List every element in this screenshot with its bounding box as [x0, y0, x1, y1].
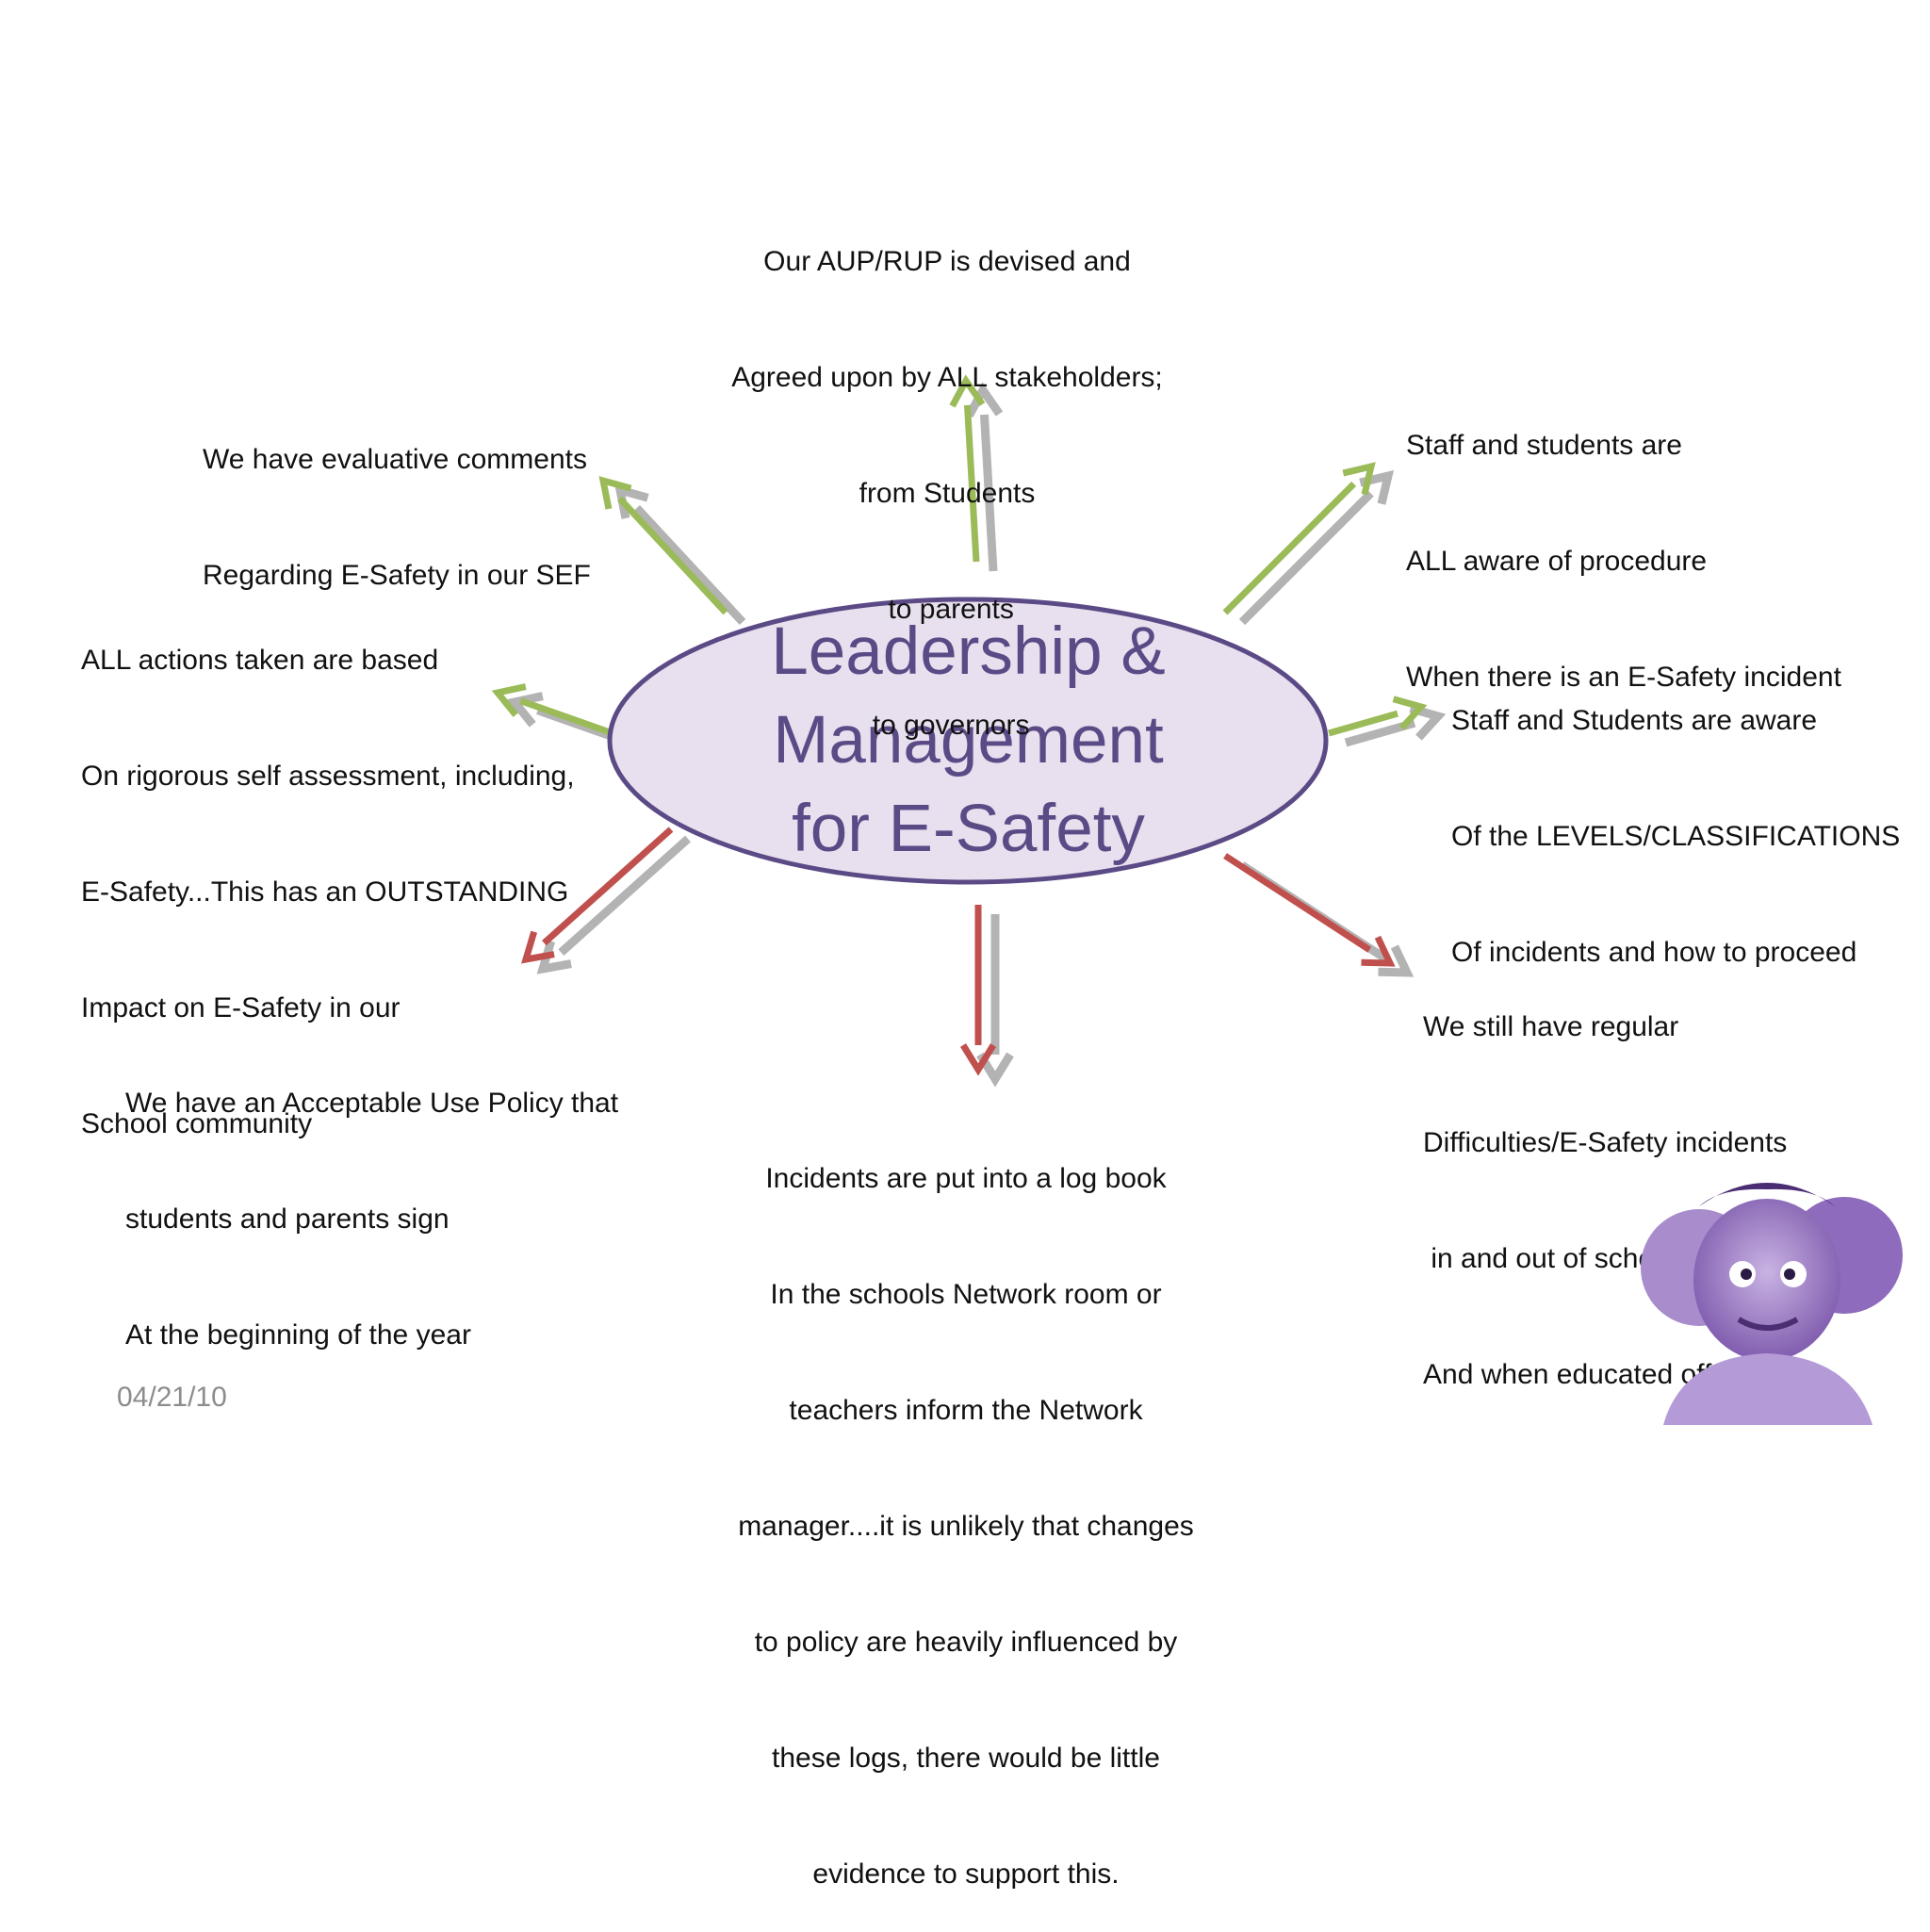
node-line: Impact on E-Safety in our: [81, 992, 401, 1023]
children-photo-icon: [1641, 1183, 1903, 1425]
node-line: in and out of school: [1423, 1243, 1676, 1274]
arrow-main: [598, 476, 728, 615]
node-line: to parents: [880, 594, 1014, 625]
node-line: to policy are heavily influenced by: [754, 1627, 1178, 1658]
node-incident-procedure: Staff and students are ALL aware of proc…: [1406, 349, 1841, 735]
arrow-bottom: [960, 905, 1014, 1088]
node-line: When there is an E-Safety incident: [1406, 662, 1841, 693]
node-line: manager....it is unlikely that changes: [738, 1511, 1194, 1542]
arrow-main: [1328, 696, 1428, 737]
node-line: At the beginning of the year: [125, 1319, 471, 1351]
arrow-layer: [491, 374, 1447, 1088]
center-ellipse: [607, 597, 1329, 885]
arrow-right: [1328, 696, 1447, 747]
node-line: these logs, there would be little: [772, 1743, 1160, 1774]
node-line: On rigorous self assessment, including,: [81, 761, 575, 792]
diagram-canvas: [491, 374, 1447, 1088]
node-line: In the schools Network room or: [770, 1279, 1162, 1310]
node-acceptable-use-policy: We have an Acceptable Use Policy that st…: [125, 1007, 618, 1393]
arrow-bottom-left: [521, 827, 692, 974]
node-line: Incidents are put into a log book: [765, 1163, 1167, 1194]
center-title-line-1: Leadership &: [771, 614, 1166, 689]
arrow-main: [521, 827, 674, 964]
node-line: to governors: [864, 710, 1030, 741]
node-line: Staff and students are: [1406, 430, 1682, 461]
node-line: teachers inform the Network: [789, 1395, 1143, 1426]
node-line: Regarding E-Safety in our SEF: [203, 560, 591, 591]
node-line: students and parents sign: [125, 1203, 450, 1235]
node-line: Our AUP/RUP is devised and: [763, 246, 1131, 277]
node-sef-comments: We have evaluative comments Regarding E-…: [203, 363, 591, 633]
node-self-assessment: ALL actions taken are based On rigorous …: [81, 564, 575, 1182]
center-title-line-3: for E-Safety: [792, 792, 1145, 866]
node-line: School community: [81, 1108, 313, 1139]
node-line: evidence to support this.: [812, 1858, 1120, 1890]
node-regular-difficulties: We still have regular Difficulties/E-Saf…: [1423, 930, 1787, 1433]
node-line: We have an Acceptable Use Policy that: [125, 1088, 619, 1119]
node-line: E-Safety...This has an OUTSTANDING: [81, 876, 569, 908]
arrow-shadow: [614, 483, 746, 626]
node-line: We still have regular: [1423, 1011, 1679, 1042]
node-line: We have evaluative comments: [203, 444, 587, 475]
center-title: Leadership & Management for E-Safety: [660, 596, 1277, 886]
node-line: from Students: [859, 478, 1036, 509]
arrow-main: [491, 683, 614, 737]
node-line: Staff and Students are aware: [1451, 705, 1818, 736]
node-log-book: Incidents are put into a log book In the…: [697, 1082, 1235, 1932]
arrow-top-left: [598, 476, 746, 626]
node-line: Agreed upon by ALL stakeholders;: [731, 362, 1163, 393]
node-line: Difficulties/E-Safety incidents: [1423, 1127, 1788, 1158]
slide-date: 04/21/10: [117, 1382, 227, 1413]
node-aup-agreement: Our AUP/RUP is devised and Agreed upon b…: [660, 165, 1235, 783]
arrow-top: [949, 374, 1004, 572]
node-line: ALL actions taken are based: [81, 645, 439, 676]
node-incident-levels: Staff and Students are aware Of the LEVE…: [1451, 624, 1900, 1010]
arrow-shadow: [965, 382, 1004, 572]
node-line: Of the LEVELS/CLASSIFICATIONS: [1451, 821, 1901, 852]
node-line: Of incidents and how to proceed: [1451, 937, 1857, 968]
arrow-main: [949, 374, 986, 563]
arrow-main: [960, 905, 996, 1076]
node-line: ALL aware of procedure: [1406, 546, 1708, 577]
arrow-main: [1222, 462, 1376, 615]
arrow-main: [1223, 853, 1396, 967]
center-title-line-2: Management: [773, 703, 1164, 778]
arrow-top-right: [1222, 462, 1395, 626]
arrow-shadow: [536, 835, 692, 974]
arrow-bottom-right: [1223, 853, 1415, 977]
